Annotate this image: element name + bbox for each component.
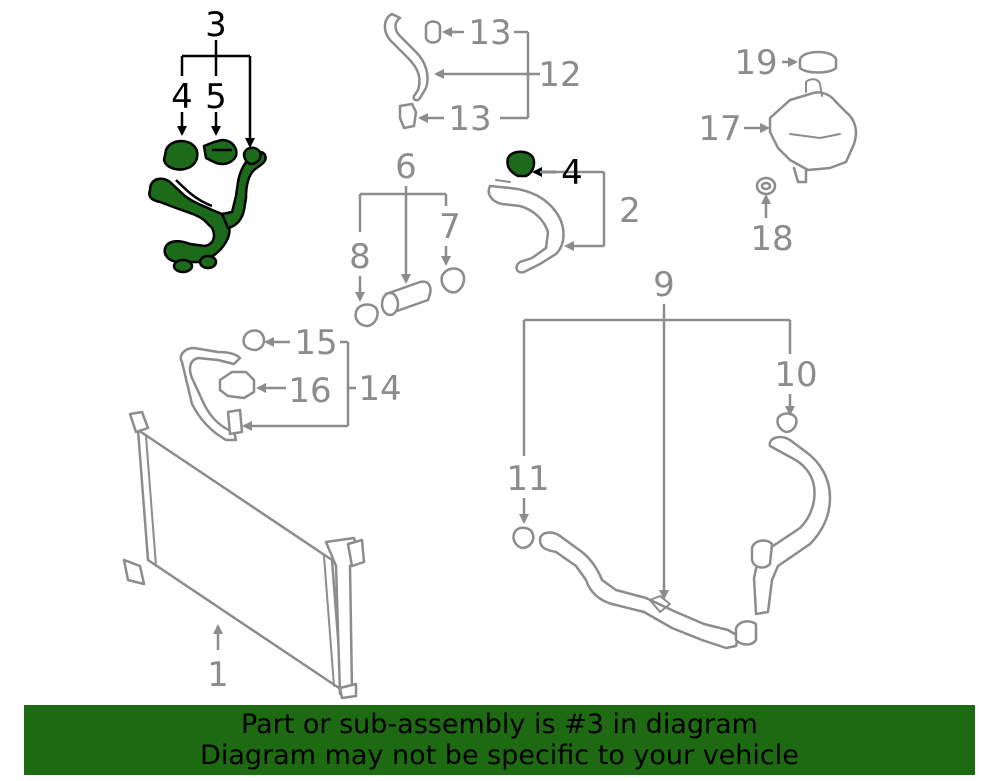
callout-10: 10 — [774, 355, 817, 395]
callout-13-upper: 13 — [468, 13, 511, 53]
part-15-clamp[interactable] — [242, 329, 266, 352]
part-2-hose[interactable] — [487, 179, 565, 274]
footer-line-1: Part or sub-assembly is #3 in diagram — [241, 709, 758, 740]
callout-14: 14 — [358, 369, 401, 409]
callout-14-16-leaders — [242, 337, 356, 431]
callout-2-leaders — [540, 170, 606, 251]
part-14-hose[interactable] — [179, 346, 244, 442]
callout-3-leaders — [177, 40, 255, 148]
part-1-radiator[interactable] — [122, 410, 366, 700]
part-13-clamp-lower[interactable] — [398, 102, 418, 130]
part-3-hose-assembly[interactable] — [148, 150, 267, 274]
callout-12: 12 — [538, 55, 581, 95]
part-10-clamp[interactable] — [776, 412, 798, 434]
callout-17: 17 — [698, 109, 741, 149]
part-8-clamp[interactable] — [354, 303, 379, 328]
callout-5: 5 — [205, 77, 227, 117]
callout-11: 11 — [506, 459, 549, 499]
callout-6: 6 — [395, 147, 417, 187]
part-19-cap[interactable] — [798, 50, 838, 74]
callout-15: 15 — [294, 323, 337, 363]
callout-4-left: 4 — [171, 77, 193, 117]
callout-9: 9 — [653, 265, 675, 305]
callout-12-13-leaders — [418, 27, 540, 123]
part-11-clamp[interactable] — [512, 526, 535, 550]
part-3-upper-connector[interactable] — [242, 146, 262, 166]
part-17-reservoir[interactable] — [768, 78, 858, 184]
part-4-clamp-right[interactable] — [506, 150, 536, 178]
part-18-grommet[interactable] — [755, 176, 777, 196]
footer-line-2: Diagram may not be specific to your vehi… — [200, 740, 799, 771]
part-9-hose[interactable] — [538, 531, 758, 650]
callout-17-19-leaders — [744, 57, 798, 218]
part-6-connector[interactable] — [380, 280, 432, 317]
callout-8: 8 — [349, 237, 371, 277]
part-7-clamp[interactable] — [440, 267, 466, 294]
parts-diagram: 3 4 5 4 2 6 7 8 12 13 13 19 17 18 9 10 1… — [122, 5, 858, 700]
callout-2: 2 — [619, 191, 641, 231]
callout-13-lower: 13 — [448, 99, 491, 139]
callout-1: 1 — [207, 655, 229, 695]
part-4-clamp-left[interactable] — [162, 139, 199, 171]
callout-9-11-leaders — [519, 304, 795, 600]
callout-6-8-leaders — [355, 186, 451, 302]
callout-19: 19 — [734, 43, 777, 83]
part-12-hose[interactable] — [383, 12, 429, 102]
footer-banner: Part or sub-assembly is #3 in diagram Di… — [24, 705, 975, 775]
callout-7: 7 — [439, 207, 461, 247]
part-5-clamp[interactable] — [202, 138, 238, 166]
part-16-sensor[interactable] — [218, 370, 256, 400]
callout-3: 3 — [205, 5, 227, 45]
callout-18: 18 — [750, 219, 793, 259]
callout-16: 16 — [288, 371, 331, 411]
callout-4-right: 4 — [561, 153, 583, 193]
part-13-clamp-upper[interactable] — [424, 20, 442, 44]
part-10-hose-upper[interactable] — [750, 435, 832, 616]
